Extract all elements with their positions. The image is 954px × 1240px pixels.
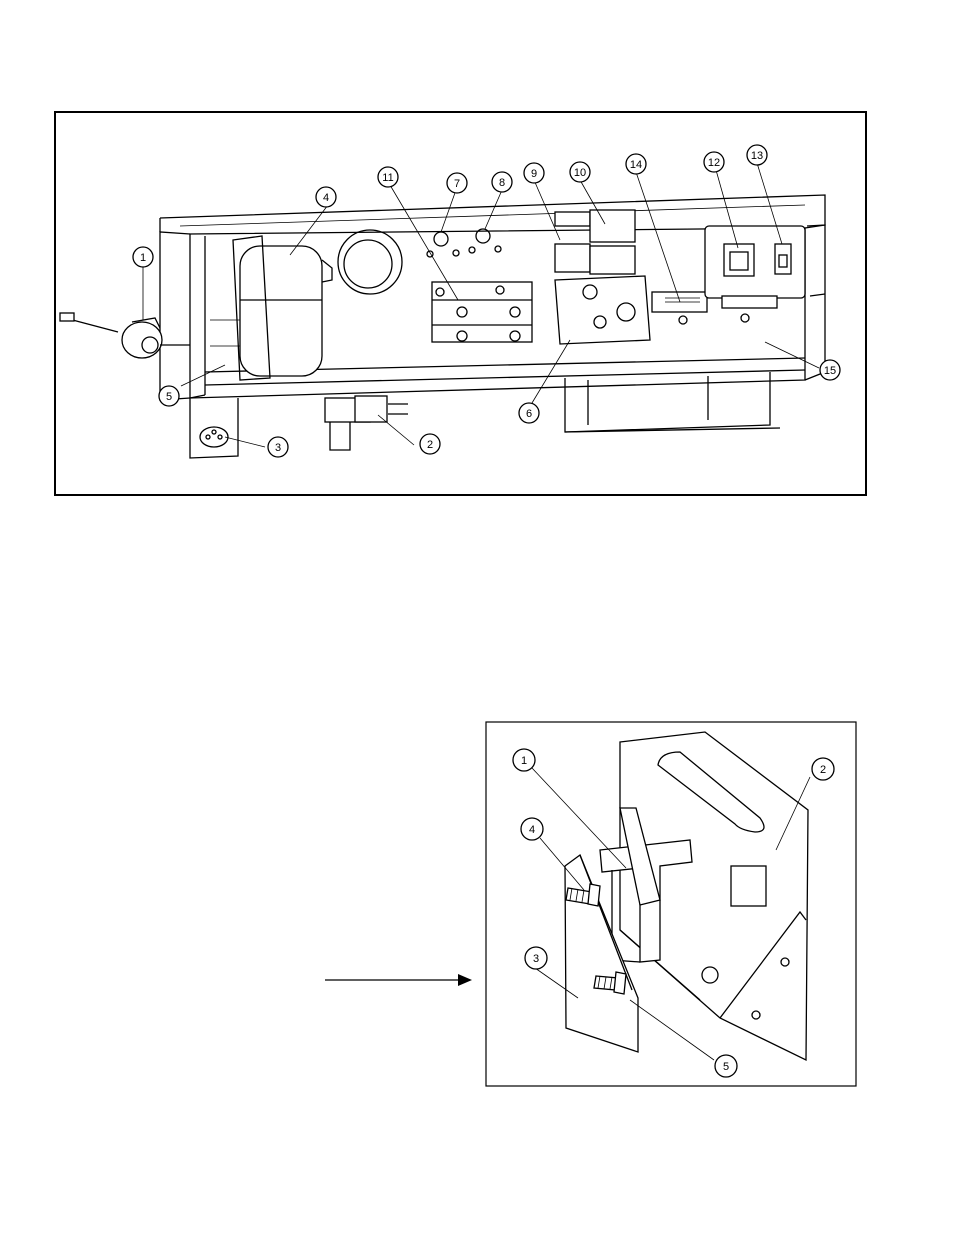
callout-10: 10 [570, 162, 590, 182]
svg-text:6: 6 [526, 408, 532, 420]
svg-text:5: 5 [723, 1061, 729, 1073]
bottom-callout-3: 3 [525, 947, 547, 969]
callout-11: 11 [378, 167, 398, 187]
callout-14: 14 [626, 154, 646, 174]
bracket-assembly-figure: 1 2 3 4 5 [486, 722, 856, 1086]
svg-text:2: 2 [820, 764, 826, 776]
callout-9: 9 [524, 163, 544, 183]
svg-text:4: 4 [529, 824, 535, 836]
callout-3: 3 [268, 437, 288, 457]
callout-13: 13 [747, 145, 767, 165]
svg-text:3: 3 [275, 442, 281, 454]
bottom-callout-1: 1 [513, 749, 535, 771]
svg-text:8: 8 [499, 177, 505, 189]
pointer-arrow [325, 974, 472, 986]
svg-text:14: 14 [630, 159, 642, 171]
high-limit-drawing [555, 276, 650, 344]
svg-text:9: 9 [531, 168, 537, 180]
callout-8: 8 [492, 172, 512, 192]
svg-text:10: 10 [574, 167, 586, 179]
svg-text:11: 11 [382, 172, 393, 184]
svg-text:7: 7 [454, 178, 460, 190]
svg-text:12: 12 [708, 157, 720, 169]
svg-text:1: 1 [521, 755, 527, 767]
callout-6: 6 [519, 403, 539, 423]
svg-text:5: 5 [166, 391, 172, 403]
svg-text:15: 15 [824, 365, 836, 377]
callout-12: 12 [704, 152, 724, 172]
callout-1: 1 [133, 247, 153, 267]
bottom-callout-4: 4 [521, 818, 543, 840]
callout-15: 15 [820, 360, 840, 380]
callout-5: 5 [159, 386, 179, 406]
svg-text:4: 4 [323, 192, 329, 204]
bottom-callout-2: 2 [812, 758, 834, 780]
callout-2: 2 [420, 434, 440, 454]
thermostat-drawing [60, 313, 190, 358]
svg-text:1: 1 [140, 252, 146, 264]
solenoid-drawing [325, 396, 408, 450]
contactor-drawing [432, 282, 532, 342]
svg-text:13: 13 [751, 150, 763, 162]
svg-text:3: 3 [533, 953, 539, 965]
callout-7: 7 [447, 173, 467, 193]
control-panel-assembly-figure: 1 2 3 4 5 6 7 8 9 10 11 12 13 14 15 [55, 112, 866, 495]
bottom-callout-5: 5 [715, 1055, 737, 1077]
svg-text:2: 2 [427, 439, 433, 451]
callout-4: 4 [316, 187, 336, 207]
receptacle-drawing [200, 427, 228, 447]
